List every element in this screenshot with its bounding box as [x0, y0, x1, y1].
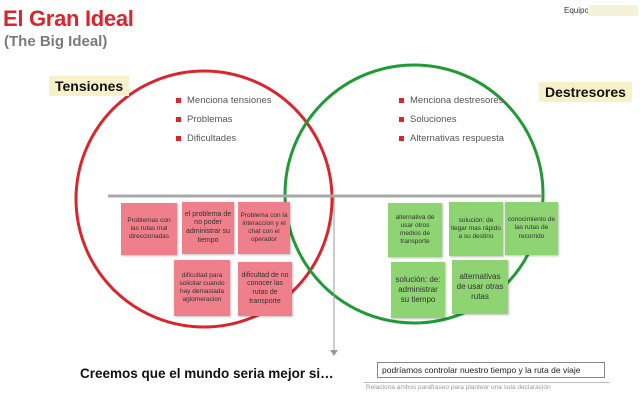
- sticky-note-destresor[interactable]: alternativa de usar otros medios de tran…: [388, 203, 442, 257]
- sticky-note-destresor[interactable]: solución: de llegar mas rápido a su dest…: [449, 202, 503, 256]
- sticky-note-tension[interactable]: el problema de no poder administrar su t…: [182, 202, 234, 254]
- sticky-note-destresor[interactable]: conocimiento de las rutas de recorrido: [505, 202, 558, 255]
- bullet-item: Menciona destresores: [399, 95, 504, 106]
- statement-answer-field[interactable]: podríamos controlar nuestro tiempo y la …: [377, 362, 605, 378]
- bullet-square-icon: [176, 98, 181, 103]
- destresores-circle: [283, 63, 545, 325]
- statement-hint: Relaciona ambos parafraseo para plantear…: [366, 384, 551, 391]
- board-subtitle: (The Big Ideal): [4, 33, 108, 50]
- sticky-note-tension[interactable]: Problema con la interaccion y el chat co…: [238, 202, 290, 254]
- bullet-square-icon: [176, 136, 181, 141]
- tensiones-label: Tensiones: [49, 76, 130, 96]
- team-input[interactable]: [588, 5, 638, 16]
- bullet-square-icon: [176, 117, 181, 122]
- tensiones-circle: [74, 69, 334, 329]
- bullet-item: Soluciones: [399, 114, 504, 125]
- arrow-head: [330, 350, 338, 356]
- bullet-square-icon: [399, 136, 404, 141]
- bullet-item: Alternativas respuesta: [399, 133, 504, 144]
- bullet-square-icon: [399, 117, 404, 122]
- answer-underline: [364, 382, 610, 383]
- sticky-note-tension[interactable]: dificultad para solicitar cuando hay dem…: [174, 260, 230, 316]
- destresores-label: Destresores: [539, 82, 632, 102]
- board-title: El Gran Ideal: [3, 6, 134, 31]
- bullet-item: Problemas: [176, 114, 272, 125]
- bullet-item: Menciona tensiones: [176, 95, 272, 106]
- destresores-bullets: Menciona destresores Soluciones Alternat…: [399, 95, 504, 152]
- sticky-note-destresor[interactable]: solución: de: administrar su tiempo: [391, 262, 445, 318]
- bullet-item: Dificultades: [176, 133, 272, 144]
- bullet-square-icon: [399, 98, 404, 103]
- sticky-note-destresor[interactable]: alternativas de usar otras rutas: [452, 260, 508, 314]
- statement-prompt: Creemos que el mundo seria mejor si…: [80, 366, 334, 381]
- sticky-note-tension[interactable]: Problemas con las rutas mal direccionada…: [121, 203, 177, 255]
- tensiones-bullets: Menciona tensiones Problemas Dificultade…: [176, 95, 272, 152]
- sticky-note-tension[interactable]: dificultad de no conocer las rutas de tr…: [238, 262, 292, 316]
- team-label: Equipo: [564, 6, 589, 15]
